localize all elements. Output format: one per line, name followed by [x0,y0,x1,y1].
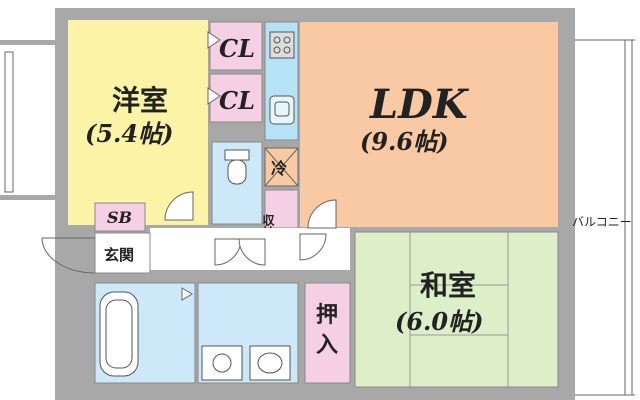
toilet-icon [224,149,250,185]
sink-icon [269,95,295,125]
closet-2 [209,73,263,123]
entrance [94,232,151,274]
japanese-room-name: 和室 [420,269,476,302]
ldk-room-size: (9.6帖) [360,127,448,156]
western-room [68,20,208,225]
closet-1-label: CL [219,34,255,63]
japanese-room-size: (6.0帖) [395,307,483,336]
oshiire [304,282,351,384]
shoebox-label: SB [107,208,132,227]
bathtub-icon [99,291,139,377]
balcony-label: バルコニー [572,215,632,229]
balcony [575,39,635,396]
fridge-label: 冷 [271,159,287,178]
entrance-label: 玄関 [104,246,134,264]
washing-machine-icon [201,345,243,381]
stove-icon [269,31,295,59]
oshiire-label-1: 押 [316,302,338,328]
ldk-room [300,22,558,227]
western-room-size: (5.4帖) [85,119,173,148]
japanese-room [354,231,559,388]
washbasin-icon [249,345,291,381]
oshiire-label-2: 入 [316,332,338,358]
western-room-name: 洋室 [112,84,168,117]
tatami-lines [409,232,509,387]
left-balcony [4,51,14,193]
closet-2-label: CL [219,86,255,115]
shoebox [94,202,146,232]
ldk-room-name: LDK [369,81,470,128]
